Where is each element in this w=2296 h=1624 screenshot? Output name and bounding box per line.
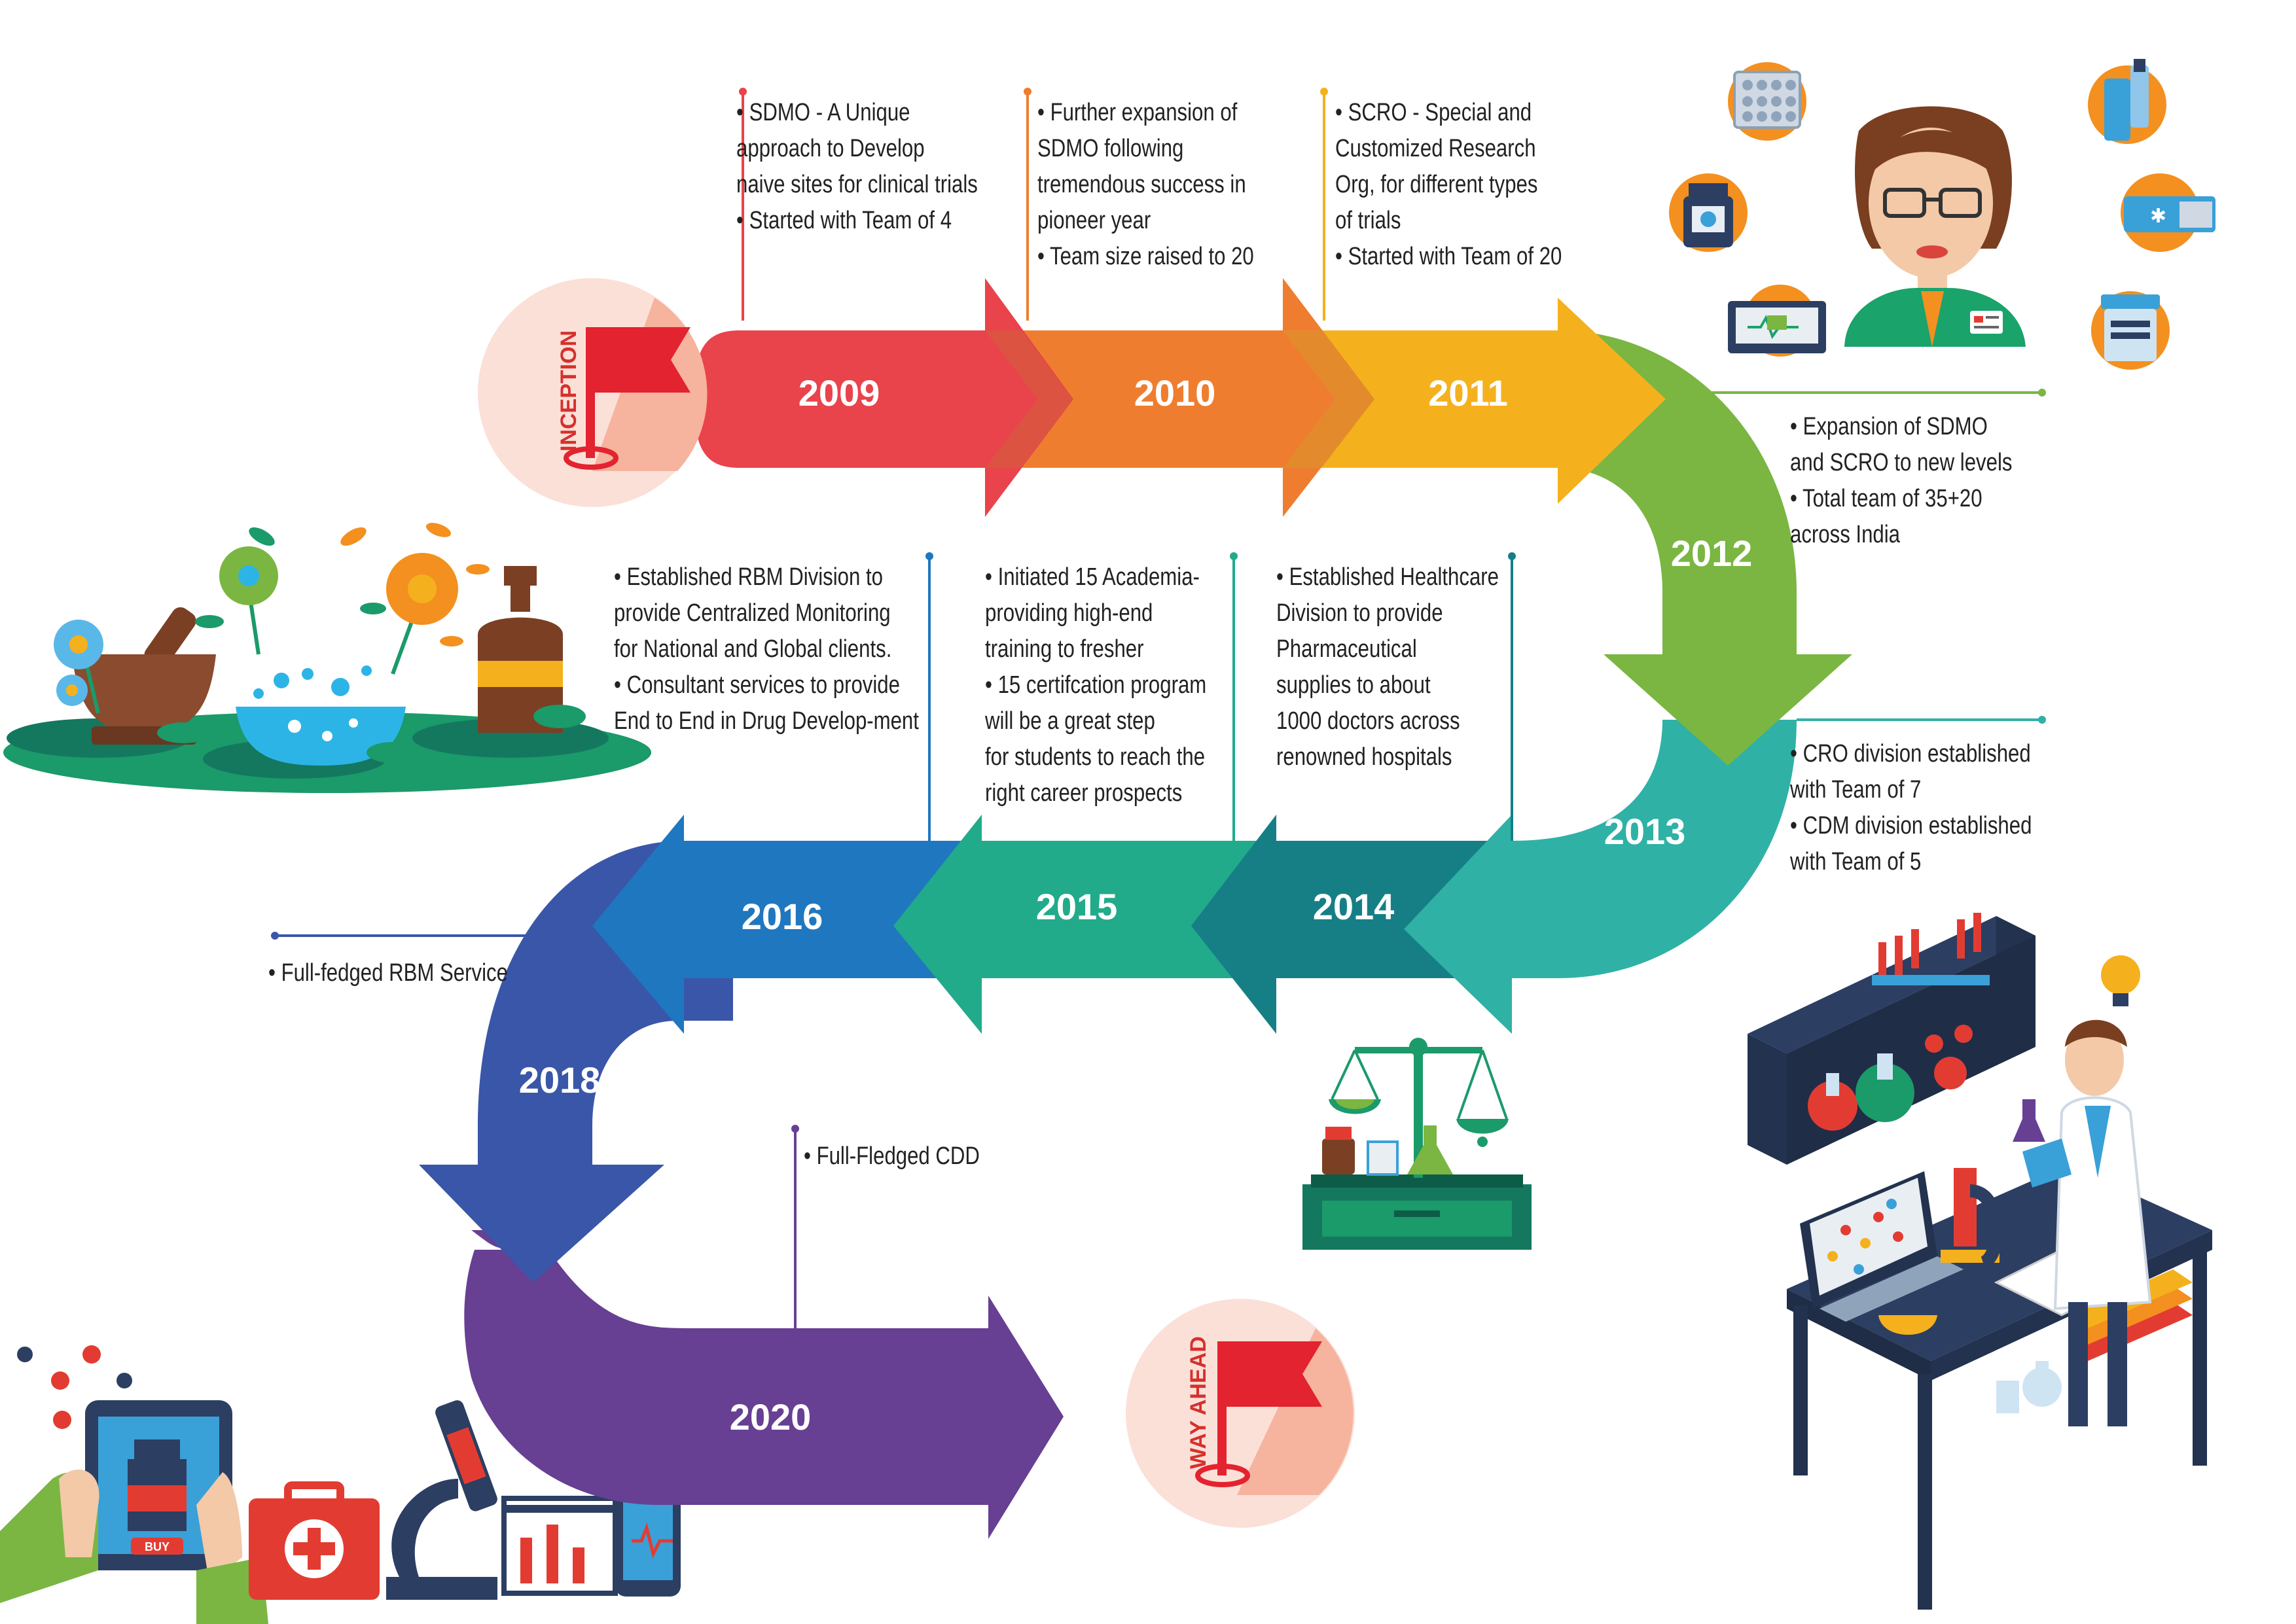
balance-scale-illustration <box>1302 1038 1532 1250</box>
arrow-2015 <box>893 815 1276 1034</box>
note-2012: • Expansion of SDMO and SCRO to new level… <box>1790 409 2012 553</box>
note-line: with Team of 7 <box>1790 776 1922 803</box>
medicine-icons: ✱ <box>1669 59 2215 370</box>
note-line: across India <box>1790 521 1901 548</box>
note-2018: • Full-fedged RBM Service <box>268 955 508 991</box>
herbal-medicine-illustration <box>3 523 651 793</box>
arrow-2020 <box>464 1230 1064 1539</box>
health-devices-illustration: BUY <box>0 1345 681 1624</box>
note-line: pioneer year <box>1037 207 1151 234</box>
laboratory-illustration <box>1748 913 2212 1610</box>
arrow-2011 <box>1316 298 1666 504</box>
note-line: SDMO following <box>1037 135 1184 162</box>
note-line: • Started with Team of 4 <box>736 207 952 234</box>
note-line: • SCRO - Special and <box>1335 99 1532 126</box>
note-line: right career prospects <box>985 779 1183 807</box>
arrow-2010 <box>1014 278 1374 517</box>
inception-marker: INCEPTION <box>478 278 708 507</box>
year-2010: 2010 <box>1134 372 1216 414</box>
note-line: End to End in Drug Develop-ment <box>614 707 919 735</box>
note-line: for students to reach the <box>985 743 1206 771</box>
buy-label: BUY <box>145 1540 170 1553</box>
flower-blue-1 <box>54 620 103 714</box>
note-line: • Initiated 15 Academia- <box>985 563 1200 591</box>
note-2015: • Initiated 15 Academia-providing high-e… <box>985 559 1206 811</box>
year-2013: 2013 <box>1604 811 1686 852</box>
note-line: • CDM division established <box>1790 812 2032 839</box>
note-line: training to fresher <box>985 635 1144 663</box>
year-2014: 2014 <box>1313 886 1395 927</box>
note-line: for National and Global clients. <box>614 635 892 663</box>
note-line: tremendous success in <box>1037 171 1246 198</box>
note-line: Division to provide <box>1276 599 1443 627</box>
year-2020: 2020 <box>730 1396 812 1438</box>
note-line: • Started with Team of 20 <box>1335 243 1562 270</box>
note-line: renowned hospitals <box>1276 743 1452 771</box>
note-line: • CRO division established <box>1790 740 2031 768</box>
note-2013: • CRO division established with Team of 7… <box>1790 736 2032 880</box>
note-line: of trials <box>1335 207 1401 234</box>
year-2016: 2016 <box>742 896 823 937</box>
note-line: • Full-Fledged CDD <box>804 1142 980 1170</box>
note-line: Pharmaceutical <box>1276 635 1417 663</box>
year-2009: 2009 <box>798 372 880 414</box>
note-line: • Expansion of SDMO <box>1790 413 1988 440</box>
note-line: naive sites for clinical trials <box>736 171 978 198</box>
note-2016: • Established RBM Division to provide Cen… <box>614 559 919 739</box>
year-2011: 2011 <box>1428 372 1508 414</box>
note-line: • Consultant services to provide <box>614 671 900 699</box>
note-line: • Total team of 35+20 <box>1790 485 1982 512</box>
note-line: • Established RBM Division to <box>614 563 883 591</box>
note-line: approach to Develop <box>736 135 925 162</box>
note-2010: • Further expansion of SDMO following trem… <box>1037 95 1254 275</box>
arrow-2009 <box>694 278 1073 517</box>
note-line: • Established Healthcare <box>1276 563 1499 591</box>
way-ahead-marker: WAY AHEAD <box>1126 1299 1355 1528</box>
note-line: • Team size raised to 20 <box>1037 243 1254 270</box>
arrow-2013 <box>1404 720 1797 1034</box>
year-2012: 2012 <box>1671 533 1753 574</box>
connectors <box>271 88 2046 1328</box>
note-line: will be a great step <box>985 707 1155 735</box>
note-line: Org, for different types <box>1335 171 1538 198</box>
year-2018: 2018 <box>519 1059 601 1101</box>
note-2020: • Full-Fledged CDD <box>804 1139 980 1174</box>
arrow-2014 <box>1191 815 1512 1034</box>
svg-text:✱: ✱ <box>2150 205 2166 227</box>
flower-green <box>219 546 278 655</box>
note-line: supplies to about <box>1276 671 1431 699</box>
inception-label: INCEPTION <box>556 330 581 451</box>
note-line: • Full-fedged RBM Service <box>268 959 508 987</box>
note-line: 1000 doctors across <box>1276 707 1460 735</box>
note-line: • Further expansion of <box>1037 99 1238 126</box>
note-line: providing high-end <box>985 599 1153 627</box>
pharmacist-illustration <box>1844 106 2026 347</box>
note-line: • SDMO - A Unique <box>736 99 910 126</box>
arrow-2012 <box>1558 330 1852 766</box>
note-line: with Team of 5 <box>1790 848 1922 875</box>
flower-orange <box>386 553 458 675</box>
note-2009: • SDMO - A Unique approach to Develop naiv… <box>736 95 978 239</box>
note-line: provide Centralized Monitoring <box>614 599 891 627</box>
arrow-2016 <box>592 815 982 1034</box>
year-2015: 2015 <box>1036 886 1118 927</box>
way-ahead-label: WAY AHEAD <box>1186 1336 1211 1469</box>
note-line: Customized Research <box>1335 135 1536 162</box>
note-line: and SCRO to new levels <box>1790 449 2013 476</box>
note-line: • 15 certifcation program <box>985 671 1207 699</box>
